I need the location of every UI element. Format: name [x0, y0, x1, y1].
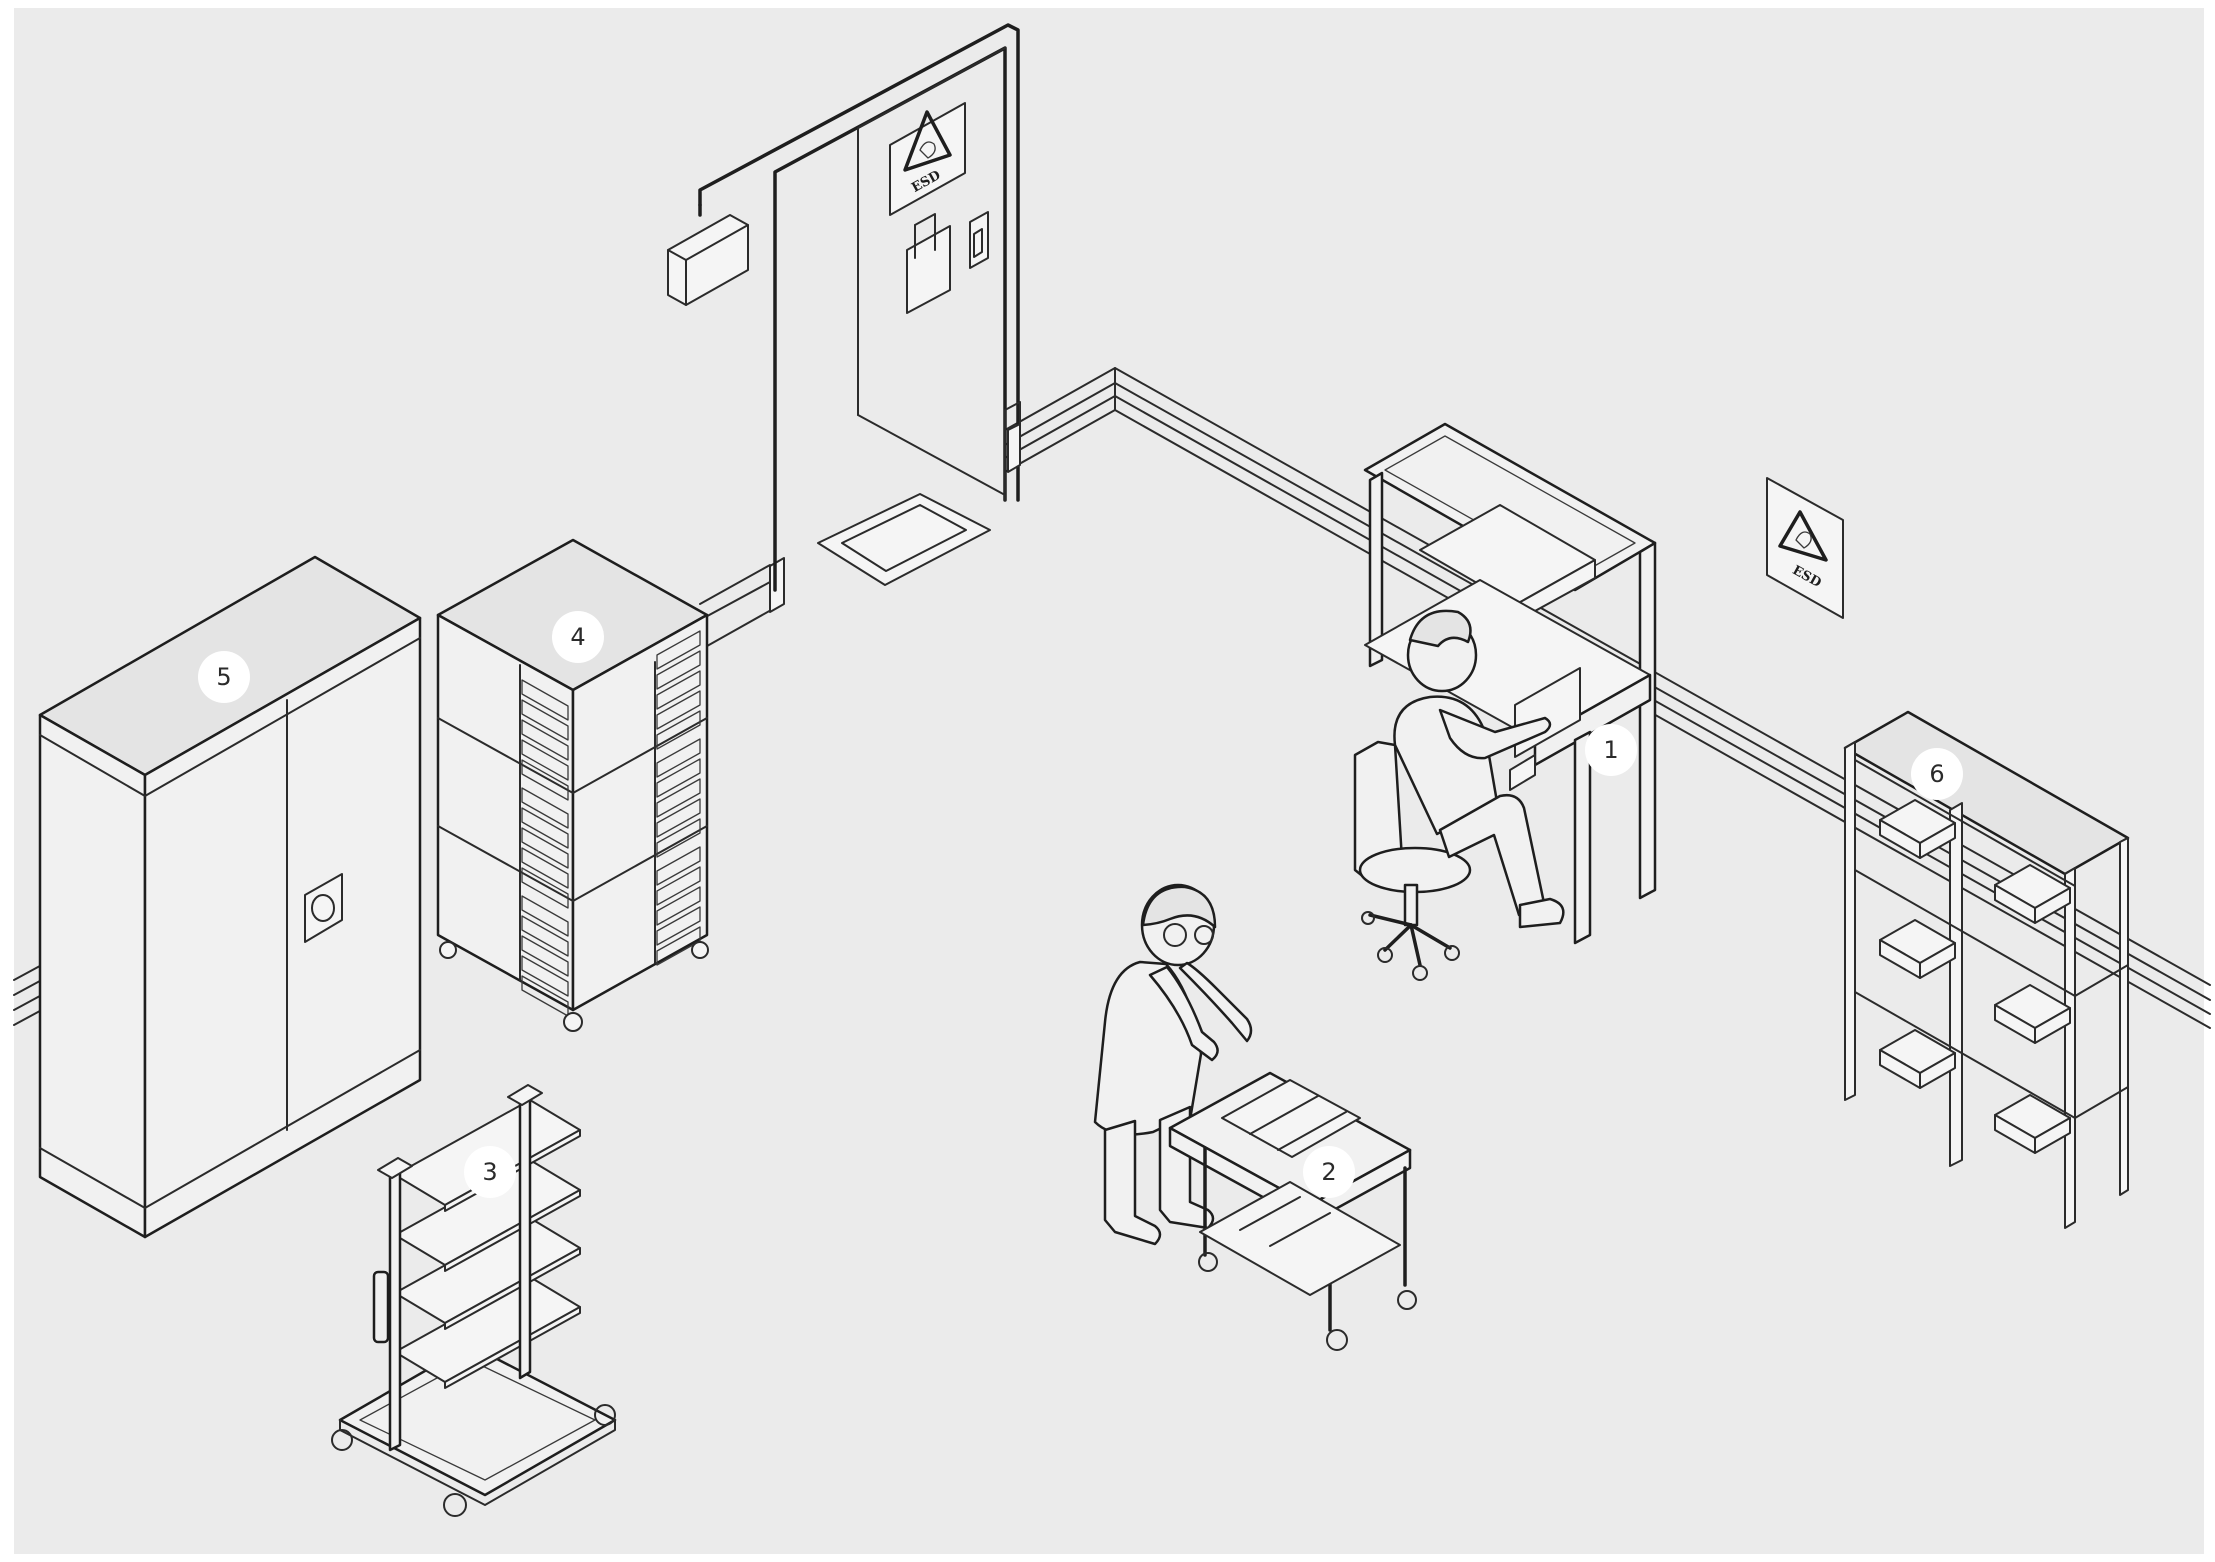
marker-label: 2 — [1321, 1158, 1336, 1186]
marker-label: 3 — [482, 1158, 497, 1186]
access-reader — [970, 212, 988, 268]
marker-2: 2 — [1303, 1146, 1355, 1198]
marker-4: 4 — [552, 611, 604, 663]
marker-3: 3 — [464, 1146, 516, 1198]
marker-label: 5 — [216, 663, 231, 691]
marker-6: 6 — [1911, 748, 1963, 800]
marker-5: 5 — [198, 651, 250, 703]
baseboard-corner — [1008, 424, 1020, 472]
marker-1: 1 — [1585, 724, 1637, 776]
marker-label: 4 — [570, 623, 585, 651]
marker-label: 6 — [1929, 760, 1944, 788]
marker-label: 1 — [1603, 736, 1618, 764]
